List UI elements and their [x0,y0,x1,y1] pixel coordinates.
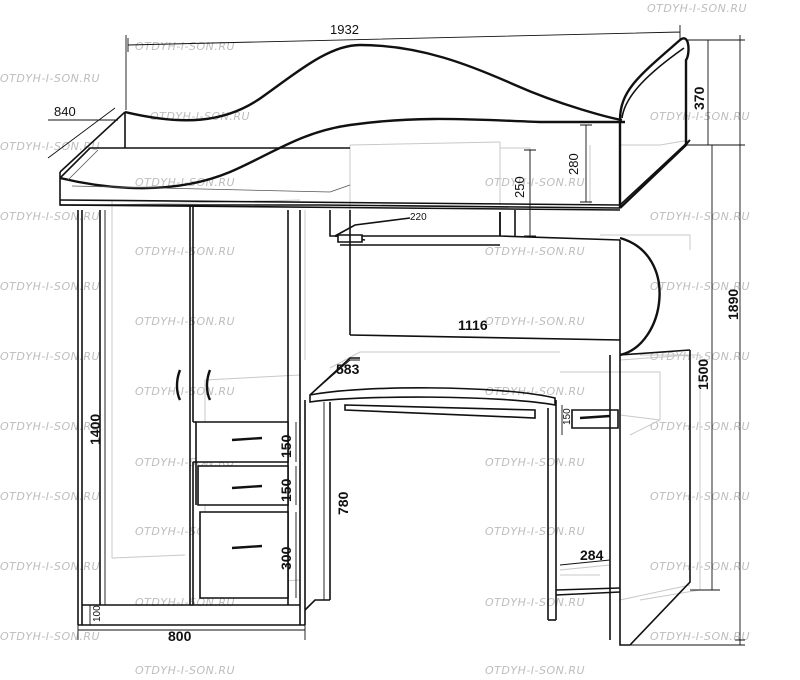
dim-desk-drawer: 150 [562,408,573,425]
watermark: OTDYH-I-SON.RU [485,385,585,398]
watermark: OTDYH-I-SON.RU [0,630,100,643]
dim-total-height: 1890 [725,289,741,320]
watermark: OTDYH-I-SON.RU [650,280,750,293]
watermark: OTDYH-I-SON.RU [485,315,585,328]
dim-drawer-1: 150 [278,434,294,458]
watermark: OTDYH-I-SON.RU [485,525,585,538]
dim-desk-height: 780 [335,491,351,515]
watermark: OTDYH-I-SON.RU [650,110,750,123]
dim-shelf-height: 280 [566,153,581,175]
watermark: OTDYH-I-SON.RU [485,456,585,469]
watermark: OTDYH-I-SON.RU [135,315,235,328]
watermark: OTDYH-I-SON.RU [135,664,235,677]
dim-drawer-2: 150 [278,478,294,502]
watermark: OTDYH-I-SON.RU [485,664,585,677]
watermark: OTDYH-I-SON.RU [0,140,100,153]
dim-total-length: 1932 [330,22,359,37]
dim-bed-height: 1500 [695,359,711,390]
watermark: OTDYH-I-SON.RU [650,210,750,223]
watermark: OTDYH-I-SON.RU [0,210,100,223]
dim-bottom-shelf: 284 [580,547,604,563]
watermark: OTDYH-I-SON.RU [647,2,747,15]
watermark: OTDYH-I-SON.RU [135,40,235,53]
watermark: OTDYH-I-SON.RU [0,490,100,503]
desk [304,350,691,646]
dimension-labels: 1932 840 370 1890 1500 280 250 220 1116 … [54,22,741,644]
dim-depth: 840 [54,104,76,119]
watermark: OTDYH-I-SON.RU [0,420,100,433]
dim-wardrobe-width: 800 [168,628,192,644]
dim-plinth: 100 [92,605,103,622]
dim-desk-length: 1116 [458,317,488,333]
shelf-niche [329,210,621,246]
round-side-panel [349,210,691,357]
watermark: OTDYH-I-SON.RU [0,350,100,363]
watermark: OTDYH-I-SON.RU [485,596,585,609]
watermark: OTDYH-I-SON.RU [485,176,585,189]
dim-shelf-depth: 220 [410,212,427,223]
dim-wardrobe-height: 1400 [87,414,103,445]
dim-top-rail: 370 [691,86,707,110]
dim-niche-height: 250 [512,176,527,198]
dimension-lines [47,25,745,646]
watermark: OTDYH-I-SON.RU [135,385,235,398]
watermark: OTDYH-I-SON.RU [0,280,100,293]
dim-drawer-3: 300 [278,546,294,570]
watermark: OTDYH-I-SON.RU [485,245,585,258]
watermark: OTDYH-I-SON.RU [0,560,100,573]
wardrobe [77,205,306,626]
bed-frame [59,37,691,211]
watermark: OTDYH-I-SON.RU [135,245,235,258]
watermark: OTDYH-I-SON.RU [0,72,100,85]
watermark: OTDYH-I-SON.RU [650,630,750,643]
watermark-layer: OTDYH-I-SON.RU OTDYH-I-SON.RU OTDYH-I-SO… [0,2,750,677]
dim-desk-depth: 583 [336,361,360,377]
